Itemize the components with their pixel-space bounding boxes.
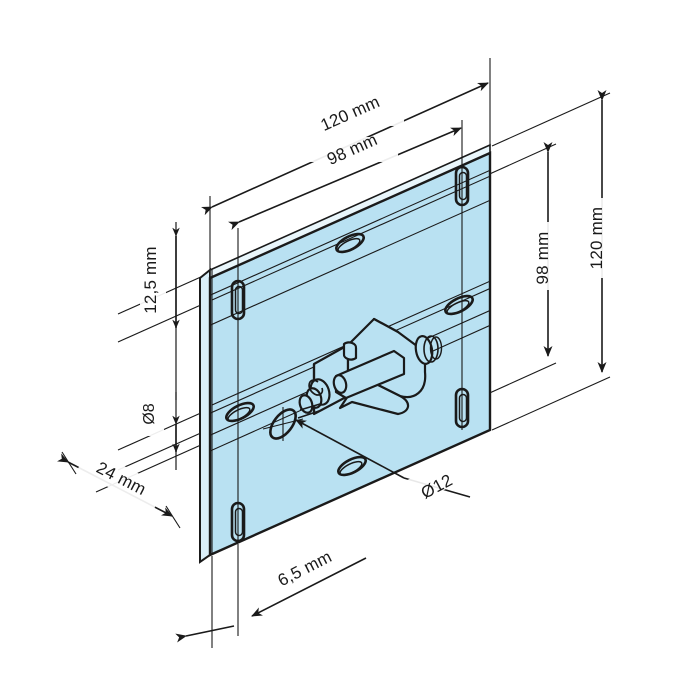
dim-line-65 [251,557,367,617]
dim-line-65-tail [175,625,235,643]
dim-line-98-top [228,127,462,231]
dim-label-120-right: 120 mm [587,207,606,270]
dim-label-125: 12,5 mm [141,246,160,314]
center-hole [262,407,304,441]
leader-line-d12 [295,419,405,479]
plate-edge-thickness [199,267,211,564]
clevis-bracket [297,317,443,419]
plate-holes [222,165,477,543]
dim-label-d8: Ø8 [141,403,158,424]
dimension-group-right: 120 mm 98 mm [533,90,616,373]
dim-label-98-right: 98 mm [533,232,552,285]
dimension-group-left: 12,5 mm Ø8 24 mm [57,222,181,529]
